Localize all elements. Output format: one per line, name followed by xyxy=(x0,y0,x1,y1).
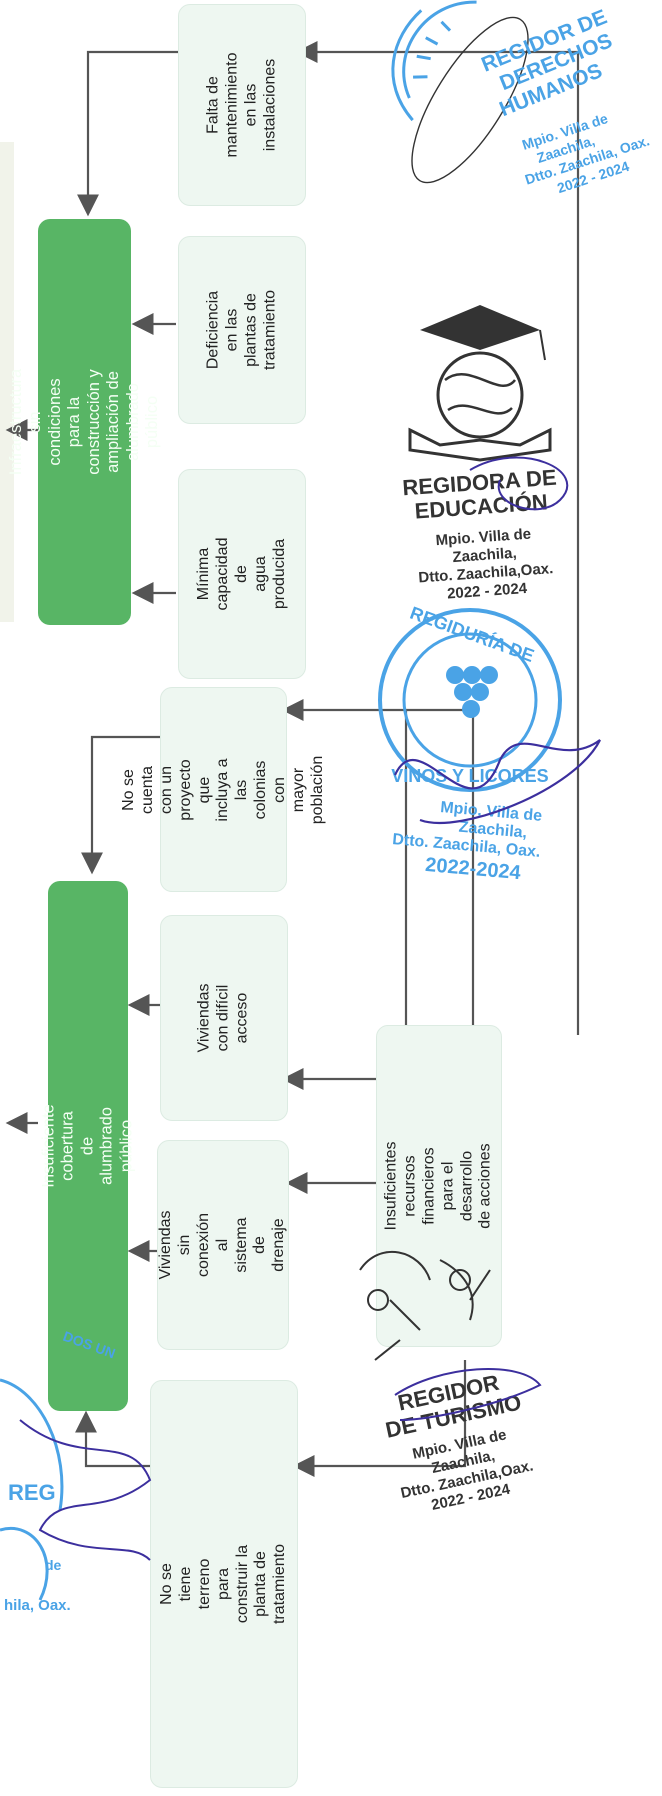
problem-box-infrastructure: Infraestructura sin condiciones para la … xyxy=(7,219,161,625)
cause-box-financial: Insuficientes recursos financieros para … xyxy=(376,1025,502,1347)
derechos-humanos-seal: REGIDOR DE DERECHOS HUMANOS Mpio. Villa … xyxy=(391,0,651,196)
cause-box-no-drainage: Viviendas sin conexión al sistema de dre… xyxy=(157,1140,289,1350)
left-partial-seal: DOS UN REG de hila, Oax. xyxy=(0,1328,152,1614)
cause-box-no-land: No se tiene terreno para construir la pl… xyxy=(150,1380,298,1788)
problem-box-coverage: Insuficiente cobertura de alumbrado públ… xyxy=(39,881,135,1411)
stamp-edu-line4: Zaachila, xyxy=(452,545,517,566)
cause-box-treatment-plants: Deficiencia en las plantas de tratamient… xyxy=(178,236,306,424)
stamp-vinos-line2: VINOS Y LICORES xyxy=(391,766,548,786)
stamp-left-line4: hila, Oax. xyxy=(4,1597,71,1614)
stamp-left-line2: REG xyxy=(8,1480,56,1505)
stamp-edu-line6: 2022 - 2024 xyxy=(447,580,529,603)
stamp-vinos-line4: Zaachila, xyxy=(458,819,528,842)
turismo-seal: REGIDOR DE TURISMO Mpio. Villa de Zaachi… xyxy=(359,1251,542,1514)
cause-box-no-project: No se cuenta con un proyecto que incluya… xyxy=(120,687,325,892)
side-panel xyxy=(0,142,14,622)
educacion-seal: REGIDORA DE EDUCACIÓN Mpio. Villa de Zaa… xyxy=(402,305,569,603)
stamp-left-line3: de xyxy=(45,1557,62,1573)
cause-box-difficult-access: Viviendas con difícil acceso xyxy=(160,915,288,1121)
cause-box-water-capacity: Mínima capacidad de agua producida xyxy=(178,469,306,679)
stamp-edu-line3: Mpio. Villa de xyxy=(435,526,532,550)
stamp-left-line1: DOS UN xyxy=(61,1328,118,1362)
stamp-vinos-line6: 2022-2024 xyxy=(424,854,522,884)
cause-box-maintenance: Falta de mantenimiento en las instalacio… xyxy=(178,4,306,206)
vinos-licores-seal: REGIDURÍA DE VINOS Y LICORES Mpio. Villa… xyxy=(378,602,601,884)
